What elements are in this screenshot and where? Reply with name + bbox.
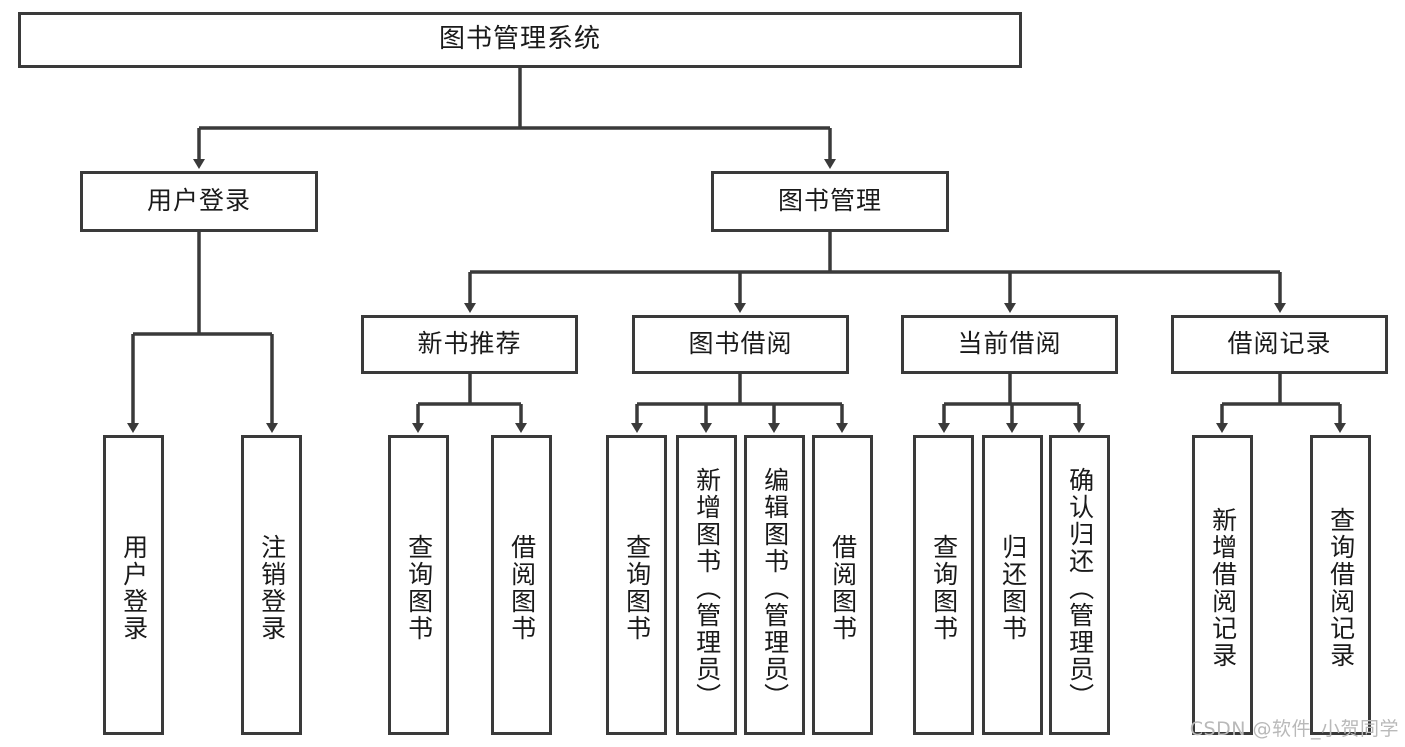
node-label: 图书借阅 (688, 329, 793, 359)
node-book-borrow[interactable]: 图书借阅 (632, 315, 849, 374)
node-label: 新书推荐 (417, 329, 522, 359)
node-label: 用户登录 (146, 186, 251, 216)
node-user-login[interactable]: 用户登录 (80, 171, 318, 232)
node-book-management[interactable]: 图书管理 (711, 171, 949, 232)
node-label: 借阅记录 (1227, 329, 1332, 359)
leaf-return-book[interactable]: 归还图书 (982, 435, 1043, 735)
leaf-add-borrow-record[interactable]: 新增借阅记录 (1192, 435, 1253, 735)
leaf-query-book-3[interactable]: 查询图书 (913, 435, 974, 735)
leaf-add-book-admin[interactable]: 新增图书（管理员） (676, 435, 737, 735)
node-label: 编辑图书（管理员） (760, 466, 790, 710)
node-label: 查询图书 (404, 534, 434, 642)
leaf-borrow-book-1[interactable]: 借阅图书 (491, 435, 552, 735)
node-label: 借阅图书 (507, 534, 537, 642)
watermark: CSDN @软件_小贺同学 (1189, 718, 1399, 740)
node-label: 归还图书 (998, 534, 1028, 642)
node-label: 查询图书 (929, 534, 959, 642)
node-label: 新增借阅记录 (1208, 507, 1238, 669)
node-label: 借阅图书 (828, 534, 858, 642)
leaf-borrow-book-2[interactable]: 借阅图书 (812, 435, 873, 735)
node-label: 查询图书 (622, 534, 652, 642)
node-current-borrow[interactable]: 当前借阅 (901, 315, 1118, 374)
node-label: 注销登录 (257, 534, 287, 642)
node-label: 图书管理 (777, 186, 882, 216)
node-label: 确认归还（管理员） (1065, 466, 1095, 710)
leaf-logout[interactable]: 注销登录 (241, 435, 302, 735)
node-label: 用户登录 (119, 534, 149, 642)
node-borrow-record[interactable]: 借阅记录 (1171, 315, 1388, 374)
leaf-query-book-1[interactable]: 查询图书 (388, 435, 449, 735)
node-label: 当前借阅 (957, 329, 1062, 359)
node-new-book-recommend[interactable]: 新书推荐 (361, 315, 578, 374)
leaf-confirm-return-admin[interactable]: 确认归还（管理员） (1049, 435, 1110, 735)
node-label: 查询借阅记录 (1326, 507, 1356, 669)
leaf-user-login[interactable]: 用户登录 (103, 435, 164, 735)
leaf-query-borrow-record[interactable]: 查询借阅记录 (1310, 435, 1371, 735)
leaf-query-book-2[interactable]: 查询图书 (606, 435, 667, 735)
node-root-system[interactable]: 图书管理系统 (18, 12, 1022, 68)
leaf-edit-book-admin[interactable]: 编辑图书（管理员） (744, 435, 805, 735)
node-label: 图书管理系统 (438, 24, 601, 55)
node-label: 新增图书（管理员） (692, 466, 722, 710)
